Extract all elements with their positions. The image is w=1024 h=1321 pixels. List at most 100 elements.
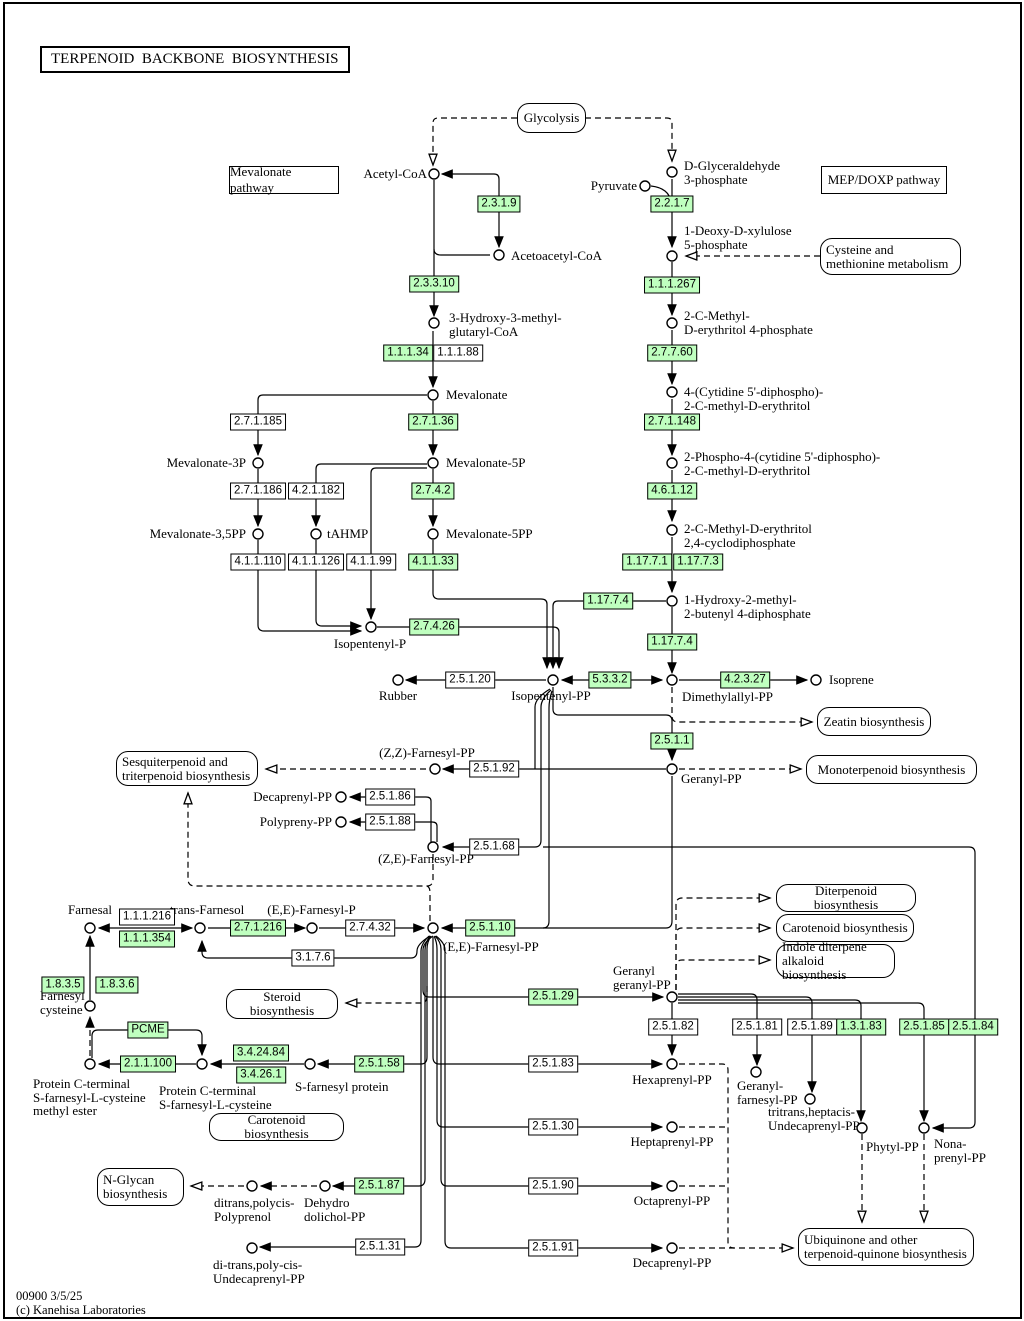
compound-node[interactable] — [252, 528, 264, 540]
ec-2.5.1.83[interactable]: 2.5.1.83 — [528, 1055, 578, 1073]
ec-1.1.1.34[interactable]: 1.1.1.34 — [383, 344, 433, 362]
pathway-link-monoterpenoid-biosynthesis[interactable]: Monoterpenoid biosynthesis — [806, 755, 977, 784]
compound-node[interactable] — [196, 1058, 208, 1070]
compound-node[interactable] — [666, 250, 678, 262]
ec-1.17.7.3[interactable]: 1.17.7.3 — [673, 553, 723, 571]
pathway-link-sesquiterpenoid-biosynthesis[interactable]: Sesquiterpenoid and triterpenoid biosynt… — [116, 751, 258, 786]
ec-4.6.1.12[interactable]: 4.6.1.12 — [647, 482, 697, 500]
ec-2.5.1.87[interactable]: 2.5.1.87 — [354, 1177, 404, 1195]
compound-node[interactable] — [84, 922, 96, 934]
ec-4.1.1.33[interactable]: 4.1.1.33 — [408, 553, 458, 571]
compound-node[interactable] — [335, 791, 347, 803]
ec-2.5.1.58[interactable]: 2.5.1.58 — [354, 1055, 404, 1073]
ec-1.17.7.4[interactable]: 1.17.7.4 — [583, 592, 633, 610]
ec-4.1.1.126[interactable]: 4.1.1.126 — [288, 553, 344, 571]
pathway-link-indole-diterpene-alkaloid-biosynthesis[interactable]: Indole diterpene alkaloid biosynthesis — [776, 940, 895, 982]
ec-2.3.1.9[interactable]: 2.3.1.9 — [477, 195, 521, 213]
ec-2.7.4.32[interactable]: 2.7.4.32 — [345, 919, 395, 937]
compound-node[interactable] — [639, 180, 651, 192]
compound-node[interactable] — [666, 674, 678, 686]
ec-2.1.1.100[interactable]: 2.1.1.100 — [120, 1055, 176, 1073]
ec-2.5.1.68[interactable]: 2.5.1.68 — [469, 838, 519, 856]
ec-1.8.3.5[interactable]: 1.8.3.5 — [41, 976, 85, 994]
ec-1.1.1.88[interactable]: 1.1.1.88 — [433, 344, 483, 362]
ec-2.5.1.1[interactable]: 2.5.1.1 — [650, 732, 694, 750]
compound-node[interactable] — [304, 1058, 316, 1070]
ec-2.7.1.148[interactable]: 2.7.1.148 — [644, 413, 700, 431]
compound-node[interactable] — [750, 1066, 762, 1078]
ec-1.1.1.267[interactable]: 1.1.1.267 — [644, 276, 700, 294]
compound-node[interactable] — [84, 1000, 96, 1012]
ec-4.2.3.27[interactable]: 4.2.3.27 — [720, 671, 770, 689]
ec-2.5.1.84[interactable]: 2.5.1.84 — [948, 1018, 998, 1036]
ec-2.5.1.81[interactable]: 2.5.1.81 — [732, 1018, 782, 1036]
compound-node[interactable] — [252, 457, 264, 469]
compound-node[interactable] — [810, 674, 822, 686]
compound-node[interactable] — [666, 991, 678, 1003]
ec-2.5.1.10[interactable]: 2.5.1.10 — [465, 919, 515, 937]
compound-node[interactable] — [666, 317, 678, 329]
pathway-link-ubiquinone-biosynthesis[interactable]: Ubiquinone and other terpenoid-quinone b… — [798, 1228, 974, 1266]
ec-pcme[interactable]: PCME — [127, 1021, 169, 1039]
compound-node[interactable] — [493, 249, 505, 261]
pathway-link-zeatin-biosynthesis[interactable]: Zeatin biosynthesis — [817, 707, 931, 736]
compound-node[interactable] — [666, 1121, 678, 1133]
ec-2.7.4.2[interactable]: 2.7.4.2 — [411, 482, 455, 500]
ec-4.1.1.110[interactable]: 4.1.1.110 — [230, 553, 286, 571]
ec-4.1.1.99[interactable]: 4.1.1.99 — [346, 553, 396, 571]
pathway-link-cysteine-methionine-metabolism[interactable]: Cysteine and methionine metabolism — [820, 238, 961, 275]
compound-node[interactable] — [429, 763, 441, 775]
compound-node[interactable] — [365, 621, 377, 633]
compound-node[interactable] — [666, 166, 678, 178]
compound-node[interactable] — [666, 1058, 678, 1070]
ec-1.1.1.216[interactable]: 1.1.1.216 — [119, 908, 175, 926]
compound-node[interactable] — [856, 1122, 868, 1134]
ec-2.5.1.29[interactable]: 2.5.1.29 — [528, 988, 578, 1006]
ec-4.2.1.182[interactable]: 4.2.1.182 — [288, 482, 344, 500]
ec-2.7.7.60[interactable]: 2.7.7.60 — [647, 344, 697, 362]
ec-2.2.1.7[interactable]: 2.2.1.7 — [650, 195, 694, 213]
compound-node[interactable] — [392, 674, 404, 686]
compound-node[interactable] — [310, 528, 322, 540]
compound-node[interactable] — [427, 922, 439, 934]
compound-node[interactable] — [427, 528, 439, 540]
compound-node[interactable] — [666, 386, 678, 398]
compound-node[interactable] — [427, 841, 439, 853]
ec-2.5.1.86[interactable]: 2.5.1.86 — [365, 788, 415, 806]
ec-2.5.1.88[interactable]: 2.5.1.88 — [365, 813, 415, 831]
pathway-link-n-glycan-biosynthesis[interactable]: N-Glycan biosynthesis — [97, 1168, 184, 1206]
compound-node[interactable] — [194, 922, 206, 934]
ec-2.7.1.185[interactable]: 2.7.1.185 — [230, 413, 286, 431]
ec-1.8.3.6[interactable]: 1.8.3.6 — [95, 976, 139, 994]
ec-2.7.1.186[interactable]: 2.7.1.186 — [230, 482, 286, 500]
compound-node[interactable] — [804, 1093, 816, 1105]
compound-node[interactable] — [666, 1180, 678, 1192]
compound-node[interactable] — [246, 1242, 258, 1254]
pathway-link-glycolysis[interactable]: Glycolysis — [517, 103, 586, 133]
ec-2.5.1.82[interactable]: 2.5.1.82 — [648, 1018, 698, 1036]
ec-5.3.3.2[interactable]: 5.3.3.2 — [588, 671, 632, 689]
compound-node[interactable] — [428, 317, 440, 329]
ec-2.5.1.85[interactable]: 2.5.1.85 — [899, 1018, 949, 1036]
compound-node[interactable] — [427, 389, 439, 401]
ec-2.5.1.31[interactable]: 2.5.1.31 — [355, 1238, 405, 1256]
compound-node[interactable] — [547, 674, 559, 686]
compound-node[interactable] — [335, 816, 347, 828]
compound-node[interactable] — [918, 1122, 930, 1134]
ec-2.5.1.20[interactable]: 2.5.1.20 — [445, 671, 495, 689]
compound-node[interactable] — [666, 763, 678, 775]
ec-2.5.1.92[interactable]: 2.5.1.92 — [469, 760, 519, 778]
pathway-link-carotenoid-biosynthesis-1[interactable]: Carotenoid biosynthesis — [776, 914, 914, 942]
ec-2.5.1.89[interactable]: 2.5.1.89 — [787, 1018, 837, 1036]
compound-node[interactable] — [428, 168, 440, 180]
ec-3.1.7.6[interactable]: 3.1.7.6 — [291, 949, 335, 967]
ec-2.3.3.10[interactable]: 2.3.3.10 — [409, 275, 459, 293]
ec-2.7.1.216[interactable]: 2.7.1.216 — [230, 919, 286, 937]
compound-node[interactable] — [306, 922, 318, 934]
ec-1.3.1.83[interactable]: 1.3.1.83 — [836, 1018, 886, 1036]
ec-3.4.24.84[interactable]: 3.4.24.84 — [233, 1044, 289, 1062]
ec-2.5.1.30[interactable]: 2.5.1.30 — [528, 1118, 578, 1136]
compound-node[interactable] — [246, 1180, 258, 1192]
ec-1.17.7.4-b[interactable]: 1.17.7.4 — [647, 633, 697, 651]
compound-node[interactable] — [427, 457, 439, 469]
